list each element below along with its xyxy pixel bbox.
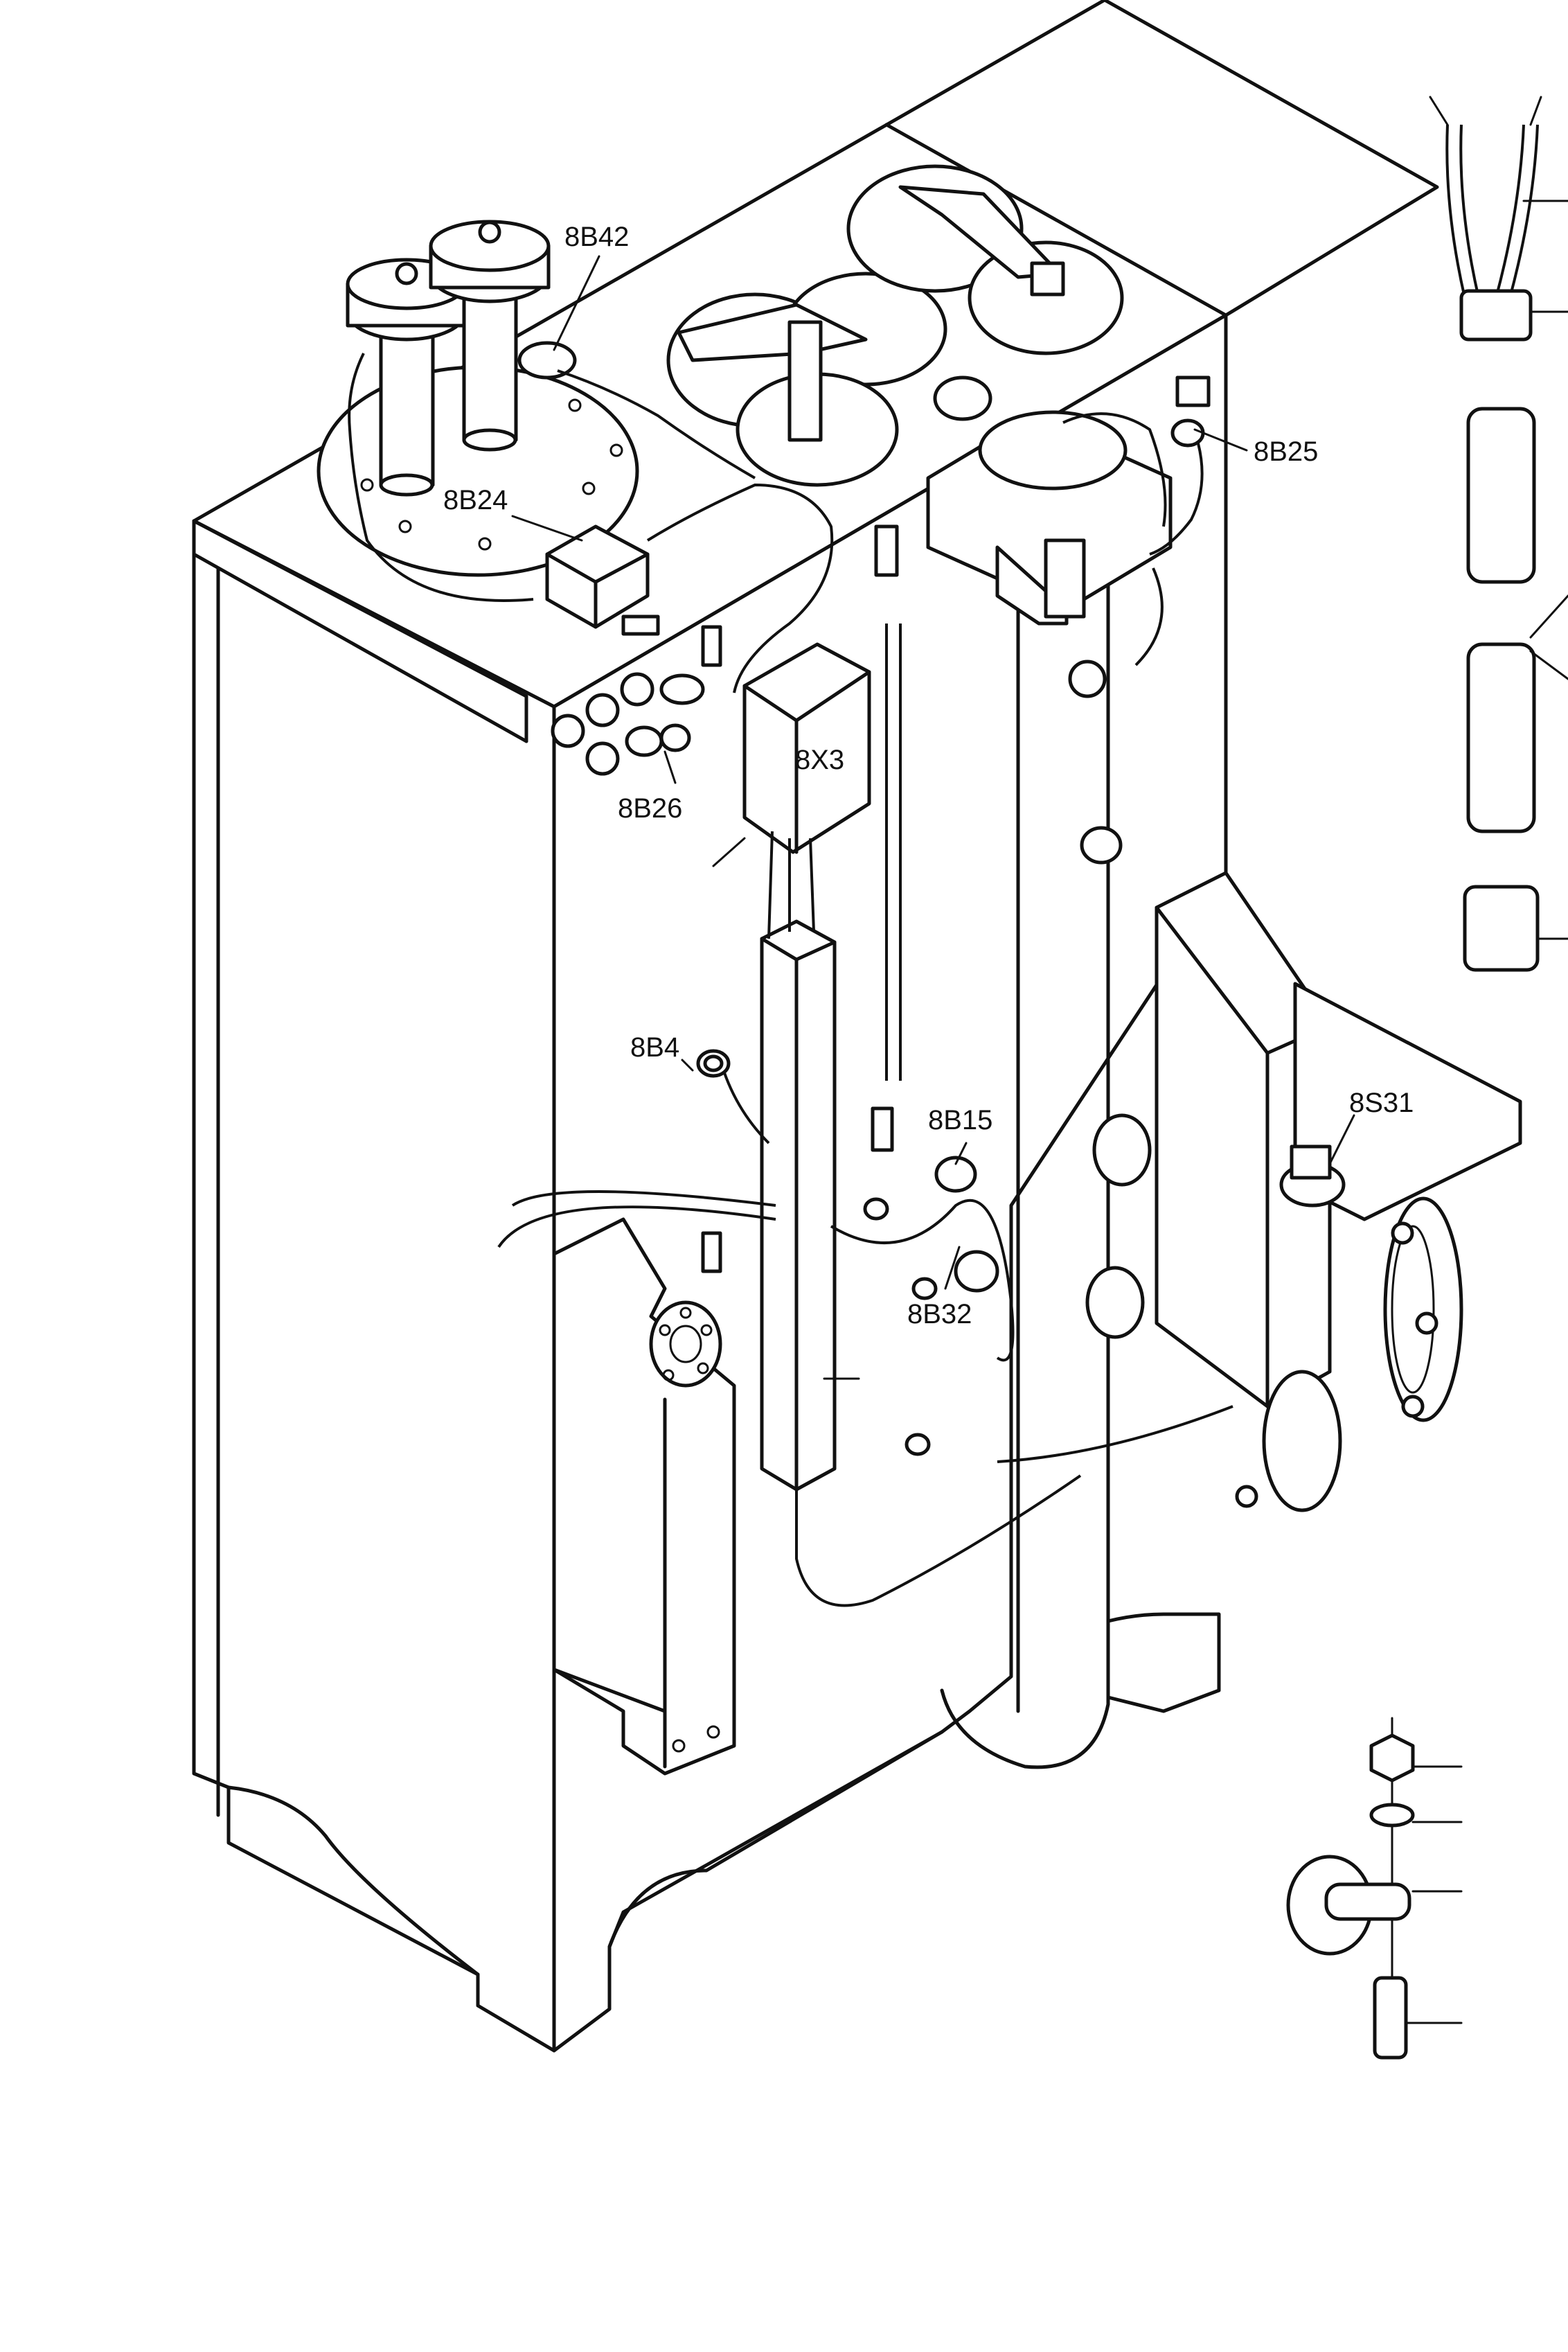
gland-4-icon	[585, 741, 620, 776]
gland-1-icon	[551, 714, 585, 748]
lower-flange	[649, 1300, 722, 1388]
labels: 8B42 8B24 8B25 8X3 8B26 8B4 8B15 8B32 8S…	[443, 222, 1414, 1329]
label-8B24: 8B24	[443, 485, 508, 515]
cylinder-right	[429, 220, 551, 452]
exploded-hose-assembly	[1429, 96, 1568, 972]
label-8S31: 8S31	[1349, 1088, 1414, 1118]
top-components	[317, 164, 1211, 626]
cables	[348, 353, 1233, 1607]
label-8B15: 8B15	[928, 1105, 992, 1135]
gland-3-icon	[620, 672, 654, 707]
junction-box-8B24	[545, 524, 650, 629]
label-8B4: 8B4	[630, 1032, 679, 1063]
label-8X3: 8X3	[795, 745, 844, 775]
sensor-8B25-icon	[1170, 418, 1205, 448]
cable-duct	[760, 831, 837, 1492]
lower-left-support	[552, 1217, 736, 1776]
junction-box-8X3	[742, 642, 871, 854]
right-duct	[940, 871, 1522, 1769]
sensor-8B26-icon	[625, 725, 663, 757]
label-8B42: 8B42	[564, 222, 629, 252]
fittings	[551, 524, 1346, 1456]
leader-lines	[511, 255, 1355, 1519]
sensor-8B15-icon	[934, 1156, 977, 1193]
label-8B26: 8B26	[618, 793, 682, 824]
sensor-8B32-icon	[954, 1250, 999, 1293]
gland-2-icon	[585, 693, 620, 727]
exploded-clamp-fasteners	[1286, 1717, 1463, 2060]
label-8B32: 8B32	[907, 1299, 972, 1329]
sensor-8B42-icon	[517, 341, 577, 380]
label-8B25: 8B25	[1254, 436, 1318, 467]
